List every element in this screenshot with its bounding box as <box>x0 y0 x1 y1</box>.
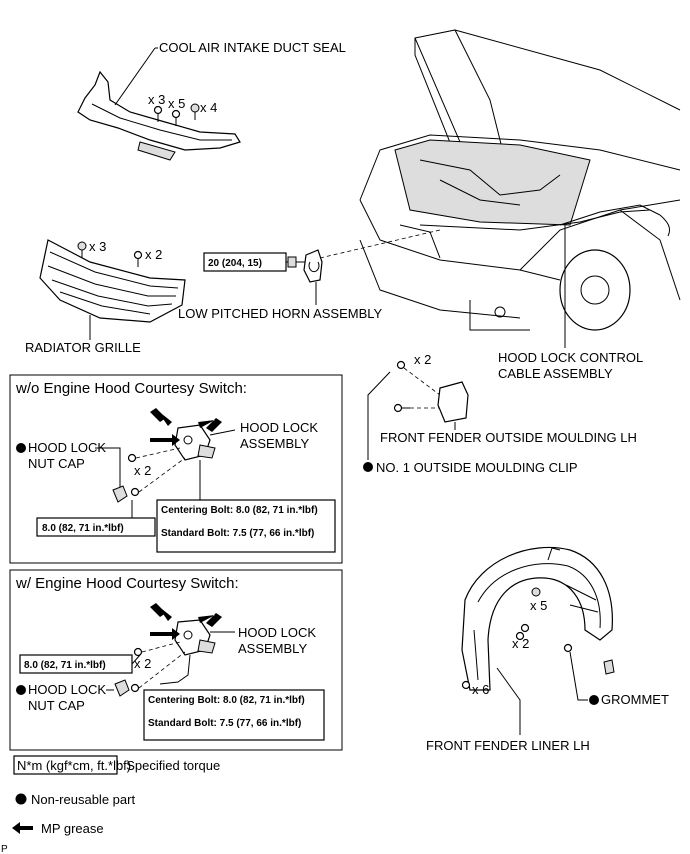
box-without-courtesy-switch <box>9 374 343 564</box>
label-front-fender-liner: FRONT FENDER LINER LH <box>426 738 590 753</box>
non-reusable-icon <box>363 462 373 472</box>
box1-nut-cap-label-2: NUT CAP <box>28 456 85 471</box>
box1-hood-lock-assembly <box>174 424 216 461</box>
box2-torque-spec-box <box>143 689 325 741</box>
grommet-non-reusable-icon <box>589 695 599 705</box>
box2-mp-grease-arrows <box>150 603 222 640</box>
box2-qty: x 2 <box>134 656 151 671</box>
legend-mp-grease-arrow-icon <box>12 822 33 834</box>
box1-centering-bolt: Centering Bolt: 8.0 (82, 71 in.*lbf) <box>161 505 318 516</box>
qty-liner-x5: x 5 <box>530 598 547 613</box>
horn-bolt-icon <box>287 256 305 268</box>
label-hood-lock-cable-1: HOOD LOCK CONTROL <box>498 350 643 365</box>
box1-torque-box <box>36 517 156 537</box>
moulding-clip-icons <box>393 360 410 413</box>
box1-title: w/o Engine Hood Courtesy Switch: <box>15 380 247 397</box>
box2-hood-lock-label-1: HOOD LOCK <box>238 625 316 640</box>
legend-mp-grease: MP grease <box>41 821 104 836</box>
box1-torque-left: 8.0 (82, 71 in.*lbf) <box>42 523 124 534</box>
qty-grille-x3: x 3 <box>89 239 106 254</box>
qty-grille-x2: x 2 <box>145 247 162 262</box>
leader-grommet <box>569 651 588 701</box>
leader-liner <box>496 667 521 735</box>
cool-air-intake-duct-seal <box>77 70 241 161</box>
box2-standard-bolt: Standard Bolt: 7.5 (77, 66 in.*lbf) <box>148 718 301 729</box>
front-fender-outside-moulding <box>437 381 469 423</box>
legend-torque-box <box>13 755 118 775</box>
legend-torque-unit: N*m (kgf*cm, ft.*lbf) <box>17 758 131 773</box>
box1-standard-bolt: Standard Bolt: 7.5 (77, 66 in.*lbf) <box>161 528 314 539</box>
label-cool-air-seal: COOL AIR INTAKE DUCT SEAL <box>159 40 346 55</box>
qty-seal-x4: x 4 <box>200 100 217 115</box>
box2-bolt-icons <box>114 647 143 697</box>
box-with-courtesy-switch <box>9 569 343 751</box>
qty-seal-x3: x 3 <box>148 92 165 107</box>
vehicle-front-illustration <box>359 29 681 331</box>
legend-torque-desc: : Specified torque <box>119 758 220 773</box>
leader-cool-air <box>114 47 156 106</box>
box1-non-reusable-icon <box>16 443 26 453</box>
box2-nut-cap-label-2: NUT CAP <box>28 698 85 713</box>
hood-lock-cable <box>419 209 651 231</box>
label-front-fender-moulding: FRONT FENDER OUTSIDE MOULDING LH <box>380 430 637 445</box>
box1-qty: x 2 <box>134 463 151 478</box>
box1-mp-grease-arrows <box>150 408 222 446</box>
qty-liner-x6: x 6 <box>472 682 489 697</box>
qty-moulding-x2: x 2 <box>414 352 431 367</box>
front-fender-liner <box>461 546 613 691</box>
label-radiator-grille: RADIATOR GRILLE <box>25 340 141 355</box>
liner-clip-icons <box>461 587 615 690</box>
radiator-grille <box>39 239 186 323</box>
label-low-pitched-horn: LOW PITCHED HORN ASSEMBLY <box>178 306 383 321</box>
legend-non-reusable: Non-reusable part <box>31 792 135 807</box>
legend-non-reusable-icon <box>15 793 27 805</box>
box2-non-reusable-icon <box>16 685 26 695</box>
box2-centering-bolt: Centering Bolt: 8.0 (82, 71 in.*lbf) <box>148 695 305 706</box>
box2-nut-cap-label-1: HOOD LOCK <box>28 682 106 697</box>
label-grommet: GROMMET <box>601 692 669 707</box>
leader-no1-clip <box>367 371 391 460</box>
box2-hood-lock-assembly <box>159 619 216 685</box>
clip-icons-seal <box>153 103 200 126</box>
box1-torque-spec-box <box>156 499 336 553</box>
box1-nut-cap-label-1: HOOD LOCK <box>28 440 106 455</box>
box1-hood-lock-label-2: ASSEMBLY <box>240 436 309 451</box>
horn-torque-value: 20 (204, 15) <box>208 258 262 269</box>
box2-torque-left: 8.0 (82, 71 in.*lbf) <box>24 660 106 671</box>
box2-hood-lock-label-2: ASSEMBLY <box>238 641 307 656</box>
box1-bolt-icons <box>112 453 140 503</box>
clip-icons-grille <box>77 241 143 267</box>
box1-hood-lock-label-1: HOOD LOCK <box>240 420 318 435</box>
low-pitched-horn <box>303 249 323 283</box>
qty-liner-x2: x 2 <box>512 636 529 651</box>
page-marker: P <box>1 844 8 854</box>
label-no1-clip: NO. 1 OUTSIDE MOULDING CLIP <box>376 460 578 475</box>
label-hood-lock-cable-2: CABLE ASSEMBLY <box>498 366 613 381</box>
box2-title: w/ Engine Hood Courtesy Switch: <box>15 575 239 592</box>
qty-seal-x5: x 5 <box>168 96 185 111</box>
